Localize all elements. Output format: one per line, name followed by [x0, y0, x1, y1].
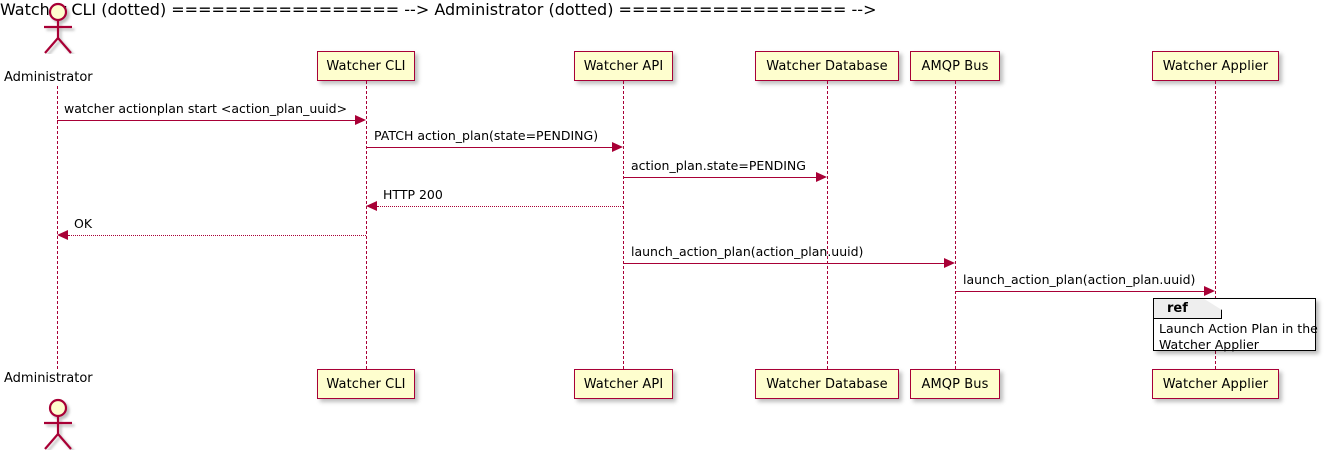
lifeline-administrator [57, 86, 58, 369]
message-2-label: PATCH action_plan(state=PENDING) [374, 128, 599, 143]
ref-fragment-tab-label: ref [1167, 301, 1188, 316]
message-3-label: action_plan.state=PENDING [631, 158, 806, 173]
message-7-label: launch_action_plan(action_plan.uuid) [963, 272, 1196, 287]
message-1-line [57, 120, 356, 121]
message-6-line [623, 263, 945, 264]
participant-amqp-bus-top-label: AMQP Bus [921, 58, 989, 74]
message-2-arrowhead [612, 142, 623, 152]
message-7-arrowhead [1204, 286, 1215, 296]
ref-fragment-tab: ref [1154, 299, 1222, 319]
actor-administrator-top-label: Administrator [4, 70, 93, 85]
participant-watcher-applier-top-label: Watcher Applier [1162, 58, 1269, 74]
message-7-line [955, 291, 1205, 292]
message-5-label: OK [74, 216, 93, 231]
participant-watcher-cli-bottom[interactable]: Watcher CLI [317, 369, 415, 399]
participant-watcher-api-bottom-label: Watcher API [583, 376, 664, 392]
participant-watcher-database-bottom-label: Watcher Database [766, 376, 888, 392]
participant-watcher-database-top-label: Watcher Database [766, 58, 888, 74]
actor-icon [44, 2, 72, 54]
participant-amqp-bus-top[interactable]: AMQP Bus [910, 51, 1000, 81]
message-4-label: HTTP 200 [383, 187, 443, 202]
participant-watcher-applier-top[interactable]: Watcher Applier [1152, 51, 1279, 81]
actor-administrator-top [36, 2, 80, 54]
ref-fragment-body-text: Launch Action Plan in the Watcher Applie… [1159, 321, 1318, 352]
participant-watcher-cli-top-label: Watcher CLI [326, 58, 406, 74]
lifeline-watcher-database [827, 81, 828, 369]
participant-watcher-database-top[interactable]: Watcher Database [755, 51, 899, 81]
message-3-arrowhead [816, 172, 827, 182]
message-6-label: launch_action_plan(action_plan.uuid) [631, 244, 864, 259]
participant-watcher-api-bottom[interactable]: Watcher API [574, 369, 673, 399]
message-4-line [377, 206, 623, 207]
message-2-line [366, 147, 613, 148]
message-5-arrowhead [57, 230, 68, 240]
actor-administrator-bottom-label: Administrator [4, 371, 93, 386]
lifeline-watcher-api [623, 81, 624, 369]
lifeline-watcher-applier [1215, 81, 1216, 369]
participant-watcher-cli-bottom-label: Watcher CLI [326, 376, 406, 392]
message-3-line [623, 177, 817, 178]
participant-amqp-bus-bottom[interactable]: AMQP Bus [910, 369, 1000, 399]
message-5-line [68, 235, 366, 236]
participant-amqp-bus-bottom-label: AMQP Bus [921, 376, 989, 392]
participant-watcher-cli-top[interactable]: Watcher CLI [317, 51, 415, 81]
participant-watcher-api-top-label: Watcher API [583, 58, 664, 74]
participant-watcher-applier-bottom[interactable]: Watcher Applier [1152, 369, 1279, 399]
message-4-arrowhead [366, 201, 377, 211]
actor-administrator-bottom [36, 398, 80, 450]
actor-icon [44, 398, 72, 450]
message-1-arrowhead [355, 115, 366, 125]
lifeline-amqp-bus [955, 81, 956, 369]
message-1-label: watcher actionplan start <action_plan_uu… [64, 101, 348, 116]
lifeline-watcher-cli [366, 81, 367, 369]
ref-fragment[interactable]: ref [1153, 298, 1316, 351]
message-6-arrowhead [944, 258, 955, 268]
participant-watcher-database-bottom[interactable]: Watcher Database [755, 369, 899, 399]
participant-watcher-applier-bottom-label: Watcher Applier [1162, 376, 1269, 392]
participant-watcher-api-top[interactable]: Watcher API [574, 51, 673, 81]
